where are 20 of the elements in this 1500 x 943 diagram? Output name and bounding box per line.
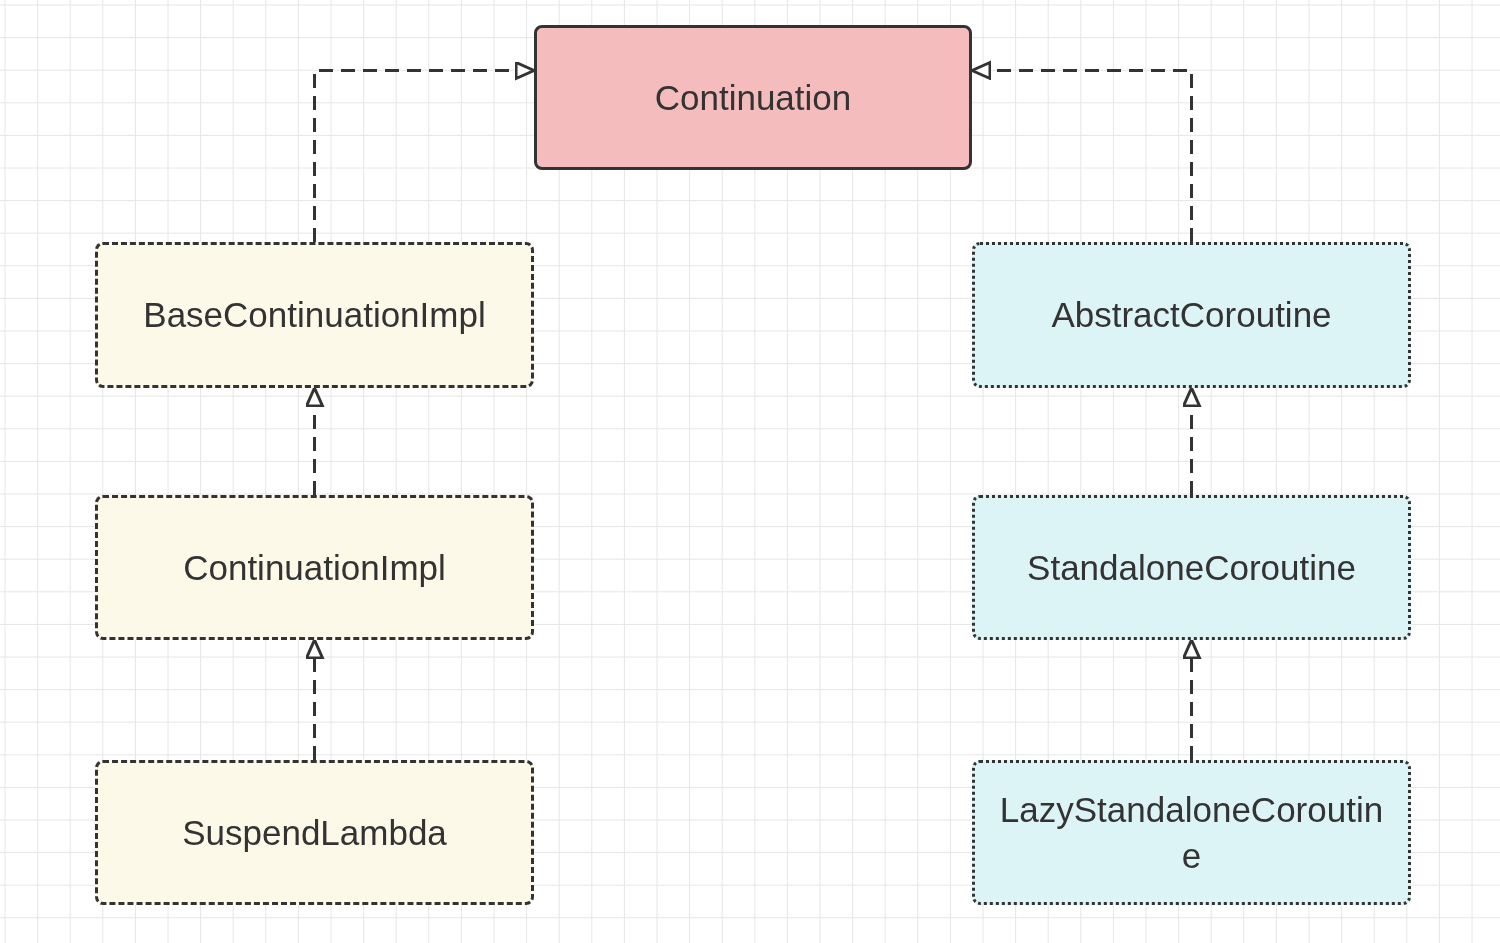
class-box [972,242,1411,388]
class-box [95,760,534,905]
class-name: ContinuationImpl [183,546,446,589]
class-box [972,495,1411,640]
class-name: StandaloneCoroutine [1027,546,1356,589]
class-name: SuspendLambda [182,811,447,854]
inheritance-arrow [1182,386,1201,495]
class-box [972,760,1411,905]
inheritance-arrow [1182,638,1201,760]
inheritance-arrow [313,61,536,242]
class-name: AbstractCoroutine [1051,294,1332,337]
inheritance-arrow [305,638,324,760]
class-name: LazyStandaloneCoroutine [998,789,1385,877]
inheritance-arrow [305,386,324,495]
inheritance-arrow [970,61,1193,242]
class-box [95,495,534,640]
class-box [534,25,972,170]
class-name: Continuation [654,76,852,119]
class-box [95,242,534,388]
class-name: BaseContinuationImpl [143,294,486,337]
